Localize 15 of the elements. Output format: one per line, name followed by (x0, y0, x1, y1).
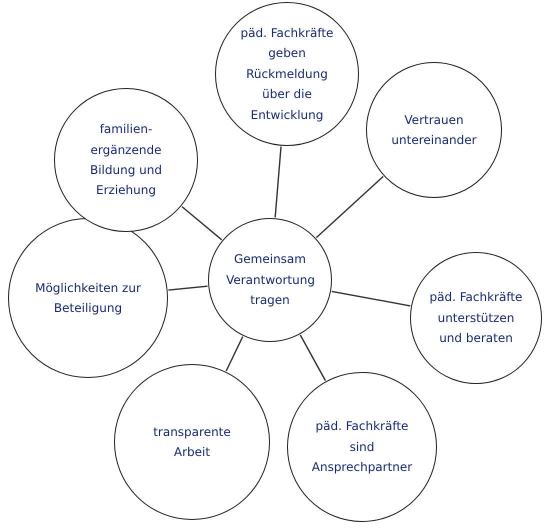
connector-line (332, 290, 410, 307)
node-text: päd. Fachkräfte sind Ansprechpartner (310, 418, 414, 476)
node-text: familien-ergänzende Bildung und Erziehung (88, 121, 163, 200)
connector-line (316, 176, 384, 238)
connector-line (300, 334, 326, 381)
node-text: päd. Fachkräfte unterstützen und beraten (429, 289, 523, 348)
connector-line (181, 206, 222, 240)
node-text: päd. Fachkräfte geben Rückmeldung über die Entwicklung (240, 25, 334, 124)
node-text: Möglichkeiten zur Beteiligung (34, 280, 142, 317)
connector-line (168, 285, 208, 291)
node-text: Gemeinsam Verantwortung tragen (226, 251, 314, 310)
connector-line (226, 336, 244, 372)
node-text: transparente Arbeit (152, 424, 232, 461)
connector-line (274, 146, 282, 218)
node-text: Vertrauen untereinander (390, 112, 478, 149)
